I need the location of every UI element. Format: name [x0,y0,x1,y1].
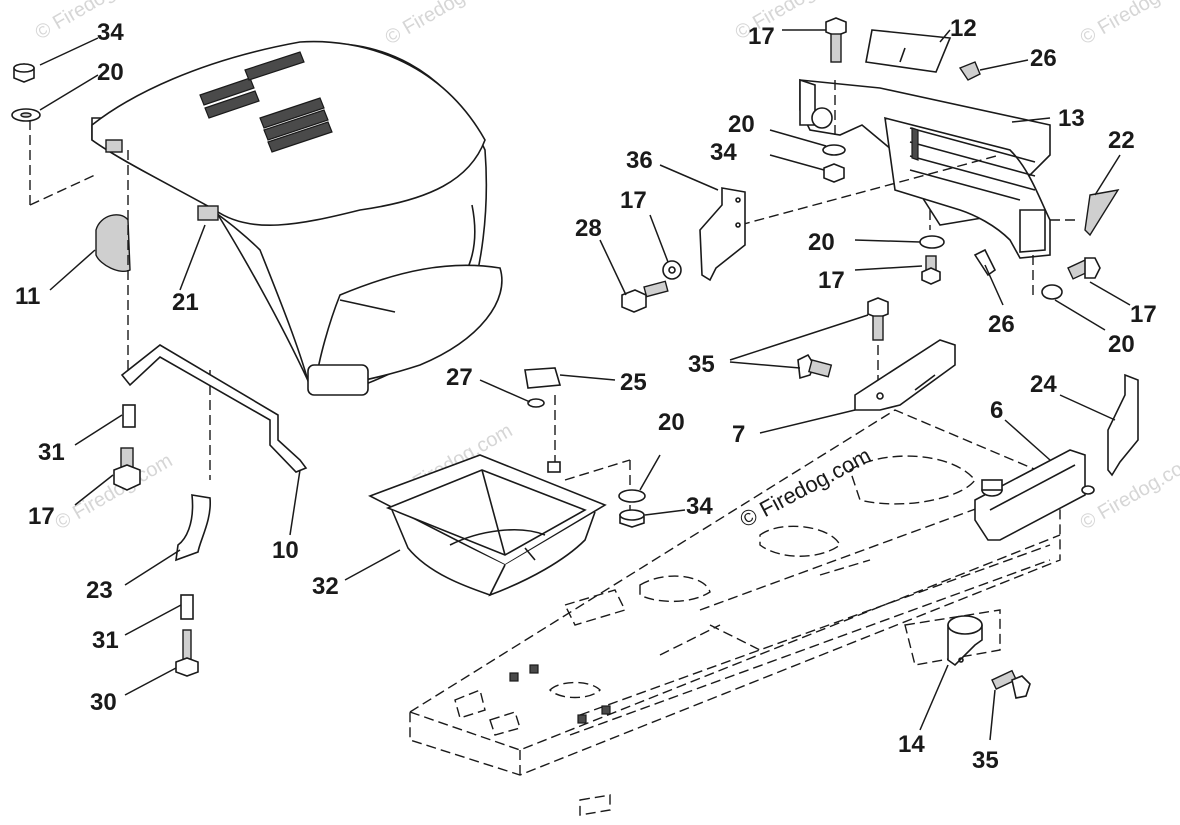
callout-36: 36 [626,147,653,174]
bolt-35-lower [797,353,833,380]
callout-35: 35 [972,747,999,774]
callout-30: 30 [90,689,117,716]
bolt-35-bottom [991,669,1031,699]
callout-7: 7 [732,421,745,448]
callout-17: 17 [28,503,55,530]
frame-chassis [409,409,1061,816]
callout-31: 31 [38,439,65,466]
watermark-text: © Firedog.com [52,450,177,535]
bolt-17-far-right [1067,257,1101,280]
tray-32 [368,454,607,597]
callout-20: 20 [728,111,755,138]
nut-washer-top-left [11,63,41,122]
bolt-17-top [825,17,847,63]
callout-22: 22 [1108,127,1135,154]
callout-26: 26 [988,311,1015,338]
hood-rod [120,344,308,473]
clip-14 [947,615,983,667]
callout-28: 17 [620,187,647,214]
callout-13: 13 [1058,105,1085,132]
callout-11: 11 [15,283,40,310]
bolt-17-right [921,255,941,285]
callout-34: 34 [686,493,713,520]
leader-lines [39,29,1131,741]
bracket-24 [1107,373,1139,477]
callout-25: 25 [620,369,647,396]
callout-34: 34 [97,19,124,46]
bolt-17-mid [621,280,669,313]
callout-17: 17 [818,267,845,294]
callout-12: 12 [950,15,977,42]
copyright-text: © Firedog.com [736,442,875,532]
bracket-36 [699,187,746,282]
callout-20: 20 [808,229,835,256]
callout-17: 17 [748,23,775,50]
callout-32: 32 [312,573,339,600]
bolt-17-left [113,447,141,491]
callout-20: 20 [1108,331,1135,358]
callout-27: 27 [446,364,473,391]
watermark-text: © Firedog.com [382,0,507,49]
watermark-text: © Firedog.com [32,0,157,44]
bracket-7 [854,339,956,411]
callout-24: 24 [1030,371,1057,398]
callout-21: 21 [172,289,199,316]
hood-part [91,40,503,396]
callout-34: 34 [710,139,737,166]
callout-26: 26 [1030,45,1057,72]
lock-washer-28 [662,260,682,280]
callout-10: 10 [272,537,299,564]
watermark-text: © Firedog.com [1077,0,1180,49]
callout-14: 14 [898,731,925,758]
bolt-35-upper [867,297,889,341]
callout-35: 35 [688,351,715,378]
grille-assembly [799,29,1120,277]
bracket-6 [974,449,1086,541]
bracket-23 [175,494,211,562]
callout-23: 23 [86,577,113,604]
bolt-30 [175,629,199,677]
callout-17: 17 [1130,301,1157,328]
callout-6: 6 [990,397,1003,424]
callout-20: 20 [97,59,124,86]
callouts: 34 20 11 21 31 17 10 23 31 30 32 27 25 2… [15,15,1157,774]
callout-20: 20 [658,409,685,436]
plate-25 [524,367,562,389]
callout-17: 28 [575,215,602,242]
callout-31: 31 [92,627,119,654]
